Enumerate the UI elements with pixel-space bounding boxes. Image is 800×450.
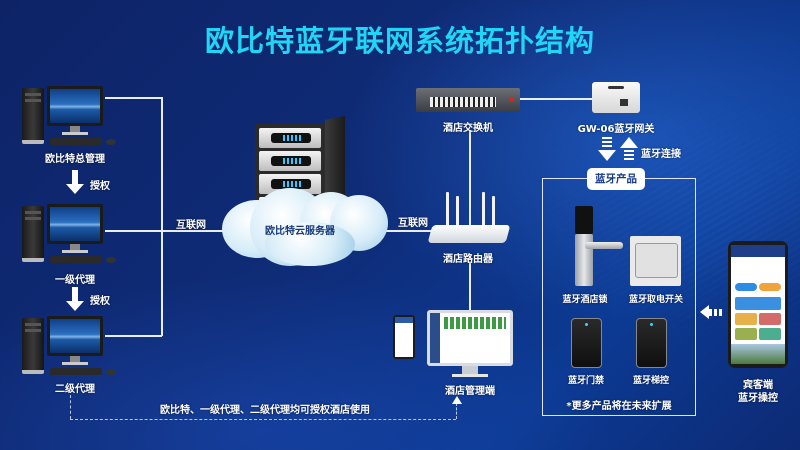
internet-label-left: 互联网 <box>176 220 206 231</box>
management-label: 酒店管理端 <box>445 386 495 397</box>
management-monitor-icon <box>427 310 513 366</box>
switch-icon <box>416 88 520 112</box>
internet-label-right: 互联网 <box>398 218 428 229</box>
server-icon <box>255 115 345 220</box>
connector-level2 <box>105 335 162 337</box>
access-control-label: 蓝牙门禁 <box>567 376 605 386</box>
level2-computer-icon <box>22 316 122 378</box>
authorization-note: 欧比特、一级代理、二级代理均可授权酒店使用 <box>160 405 370 416</box>
connector-switch-to-router <box>469 130 471 226</box>
router-label: 酒店路由器 <box>443 254 493 265</box>
management-phone-icon <box>393 315 415 359</box>
connector-router-to-management <box>469 263 471 310</box>
monitor-base <box>452 374 488 377</box>
door-lock-icon <box>575 206 623 288</box>
authorize-arrow-1-head <box>66 184 84 194</box>
elevator-reader-icon <box>636 318 667 368</box>
power-switch-label: 蓝牙取电开关 <box>628 295 684 305</box>
bluetooth-link-label: 蓝牙连接 <box>641 149 681 160</box>
authorize-arrow-2-head <box>66 301 84 311</box>
page-title: 欧比特蓝牙联网系统拓扑结构 <box>204 24 595 58</box>
guest-phone-icon <box>728 241 788 368</box>
hq-computer-icon <box>22 86 122 148</box>
dashed-connector-bottom <box>70 419 456 420</box>
products-heading: 蓝牙产品 <box>587 168 645 190</box>
switch-label: 酒店交换机 <box>443 123 493 134</box>
level1-computer-icon <box>22 204 122 266</box>
connector-vertical-bracket <box>161 97 163 336</box>
connector-hq <box>105 97 162 99</box>
guest-label-line2: 蓝牙操控 <box>738 393 778 404</box>
connector-level1-to-cloud <box>105 230 230 232</box>
connector-switch-to-gateway <box>520 98 593 100</box>
gateway-icon <box>592 82 640 113</box>
cloud-server-label: 欧比特云服务器 <box>265 226 335 237</box>
elevator-control-label: 蓝牙梯控 <box>632 376 670 386</box>
products-note: *更多产品将在未来扩展 <box>566 401 672 412</box>
authorize-arrow-2-icon <box>72 287 78 301</box>
hq-label: 欧比特总管理 <box>45 154 105 165</box>
level2-label: 二级代理 <box>55 384 95 395</box>
access-reader-icon <box>571 318 602 368</box>
guest-label-line1: 宾客端 <box>743 380 773 391</box>
power-switch-icon <box>630 236 681 286</box>
monitor-stand <box>462 366 478 374</box>
dashed-connector-right <box>456 403 457 419</box>
level1-label: 一级代理 <box>55 275 95 286</box>
authorize-label-2: 授权 <box>90 296 110 307</box>
door-lock-label: 蓝牙酒店锁 <box>562 295 608 305</box>
gateway-label: GW-06蓝牙网关 <box>577 124 655 135</box>
dashed-arrow-up-icon <box>452 396 462 404</box>
authorize-arrow-1-icon <box>72 170 78 184</box>
connector-cloud-to-router <box>385 230 443 232</box>
dashed-connector-left <box>70 395 71 419</box>
authorize-label-1: 授权 <box>90 181 110 192</box>
